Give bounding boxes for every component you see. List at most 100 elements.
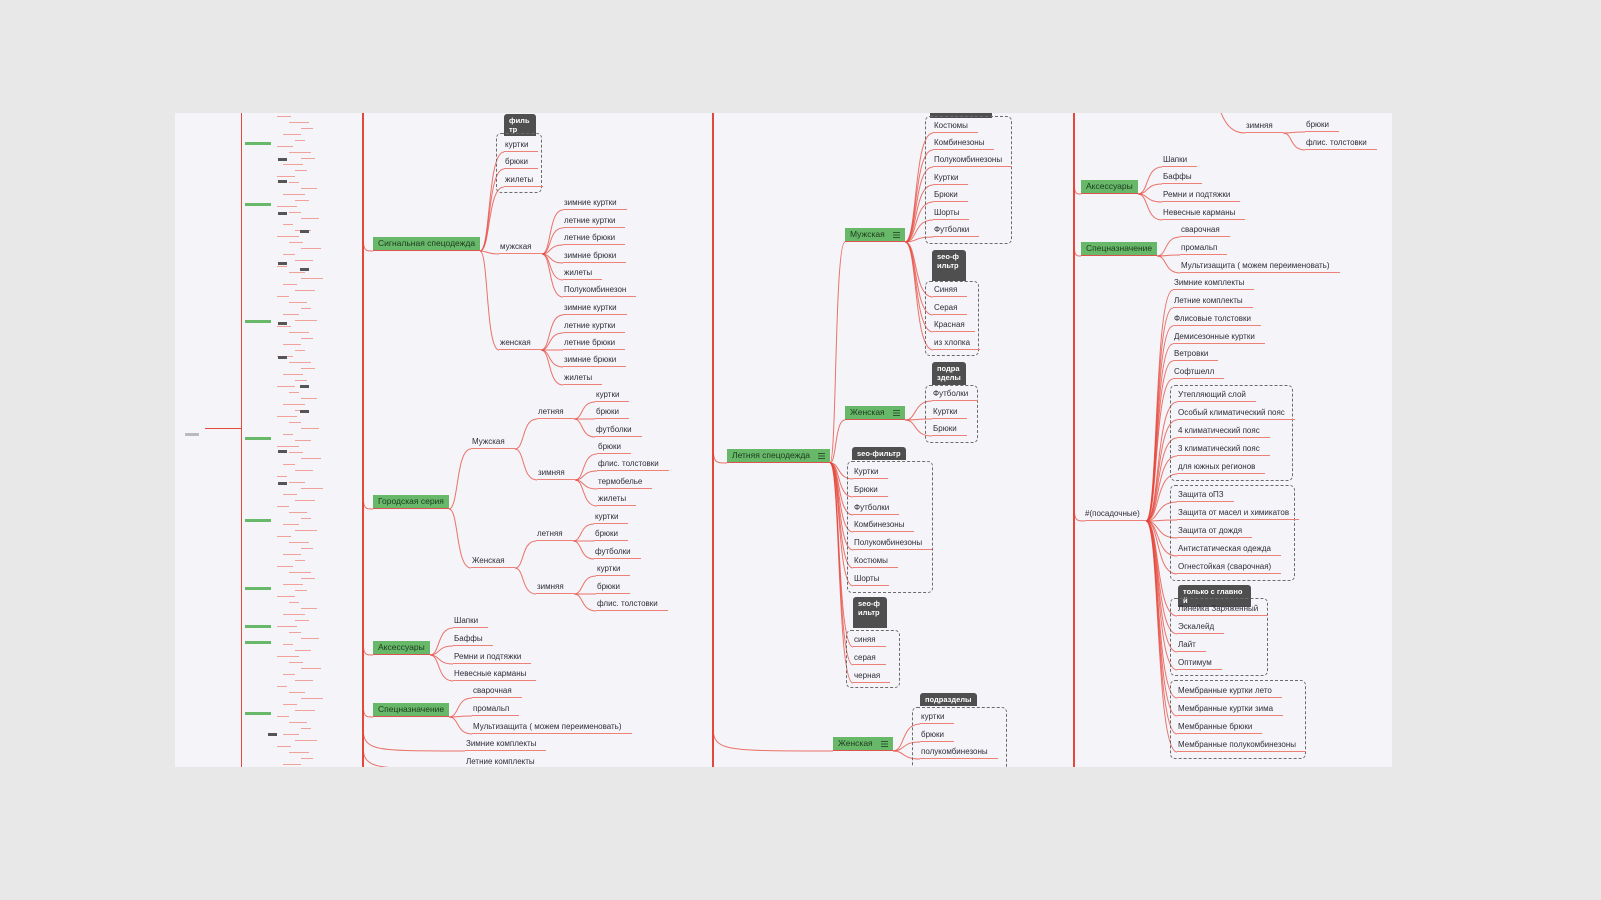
node[interactable]: Мембранные брюки [1177,721,1263,734]
node[interactable]: Брюки [853,484,888,497]
node[interactable]: Синяя [933,284,968,297]
node[interactable]: Невесные карманы [453,668,537,681]
node[interactable]: женская [499,337,541,350]
topic-summer-workwear[interactable]: Летняя спецодежда [727,449,831,463]
topic-city-series[interactable]: Городская серия [373,495,449,509]
node[interactable]: Брюки [932,423,967,436]
node[interactable]: Комбинезоны [853,519,915,532]
node[interactable]: серая [853,652,886,665]
node[interactable]: Зимние комплекты [1173,277,1255,290]
node[interactable]: Софтшелл [1173,366,1225,379]
node[interactable]: брюки [597,441,631,454]
node[interactable]: Футболки [933,224,980,237]
node[interactable]: Эскалейд [1177,621,1225,634]
node[interactable]: Летние комплекты [465,756,545,767]
topic-accessories[interactable]: Аксессуары [373,641,430,655]
node[interactable]: для южных регионов [1177,461,1266,474]
node[interactable]: Шапки [1162,154,1198,167]
node[interactable]: летние куртки [563,320,626,333]
node[interactable]: Зимние комплекты [465,738,547,751]
node[interactable]: жилеты [504,174,544,187]
node[interactable]: флис. толстовки [1305,137,1377,150]
node[interactable]: флис. толстовки [596,598,668,611]
node[interactable]: черная [853,670,891,683]
node[interactable]: летние брюки [563,232,626,245]
notes-icon[interactable] [892,409,900,416]
node[interactable]: брюки [504,156,538,169]
node[interactable]: Лайт [1177,639,1206,652]
mindmap-canvas[interactable] [175,113,1392,767]
node[interactable]: куртки [595,389,630,402]
node[interactable]: брюки [1305,119,1339,132]
topic-special-purpose[interactable]: Спецназначение [373,703,450,717]
node[interactable]: Защита от масел и химикатов [1177,507,1300,520]
node[interactable]: жилеты [597,493,637,506]
node[interactable]: футболки [595,424,642,437]
node[interactable]: футболки [594,546,641,559]
node[interactable]: жилеты [563,372,603,385]
node[interactable]: зимняя [536,581,574,594]
node[interactable]: зимние куртки [563,302,627,315]
node[interactable]: летние куртки [563,215,626,228]
node[interactable]: жилеты [563,267,603,280]
node[interactable]: брюки [596,581,630,594]
node[interactable]: Футболки [932,388,979,401]
node[interactable]: Полукомбинезон [563,284,637,297]
node[interactable]: Утепляющий слой [1177,389,1256,402]
topic-women[interactable]: Женская [845,406,905,420]
node[interactable]: Мембранные куртки лето [1177,685,1282,698]
node[interactable]: Баффы [453,633,493,646]
node[interactable]: 4 климатический пояс [1177,425,1270,438]
node[interactable]: брюки [920,729,954,742]
node[interactable]: синяя [853,634,886,647]
node[interactable]: Мембранные куртки зима [1177,703,1284,716]
node[interactable]: Брюки [933,189,968,202]
topic-accessories[interactable]: Аксессуары [1081,180,1138,194]
node[interactable]: куртки [594,511,629,524]
node[interactable]: куртки [596,563,631,576]
node[interactable]: мужская [499,241,542,254]
node[interactable]: Ремни и подтяжки [1162,189,1241,202]
topic-signal-workwear[interactable]: Сигнальная спецодежда [373,237,481,251]
topic-landing-pages[interactable]: #(посадочные) [1085,508,1146,521]
node[interactable]: Полукомбинезоны [853,537,933,550]
node[interactable]: Мультизащита ( можем переименовать) [472,721,632,734]
node[interactable]: флис. толстовки [597,458,669,471]
node[interactable]: полукомбинезоны [920,746,998,759]
node[interactable]: 3 климатический пояс [1177,443,1270,456]
node[interactable]: Шорты [853,573,890,586]
node[interactable]: сварочная [472,685,522,698]
node[interactable]: Огнестойкая (сварочная) [1177,561,1282,574]
node[interactable]: Флисовые толстовки [1173,313,1261,326]
node[interactable]: Красная [933,319,975,332]
node[interactable]: из хлопка [933,337,981,350]
node[interactable]: Футболки [853,502,900,515]
node[interactable]: брюки [595,406,629,419]
node[interactable]: Летние комплекты [1173,295,1253,308]
node[interactable]: Защита от дождя [1177,525,1253,538]
node[interactable]: Оптимум [1177,657,1222,670]
node[interactable]: Мужская [471,436,515,449]
node[interactable]: Женская [471,555,515,568]
node[interactable]: зимняя [1245,120,1283,133]
topic-special-purpose[interactable]: Спецназначение [1081,242,1158,256]
node[interactable]: Демисезонные куртки [1173,331,1265,344]
node[interactable]: летняя [537,406,574,419]
node[interactable]: Линейка Заряженный [1177,603,1269,616]
node[interactable]: Невесные карманы [1162,207,1246,220]
node[interactable]: Костюмы [853,555,898,568]
node[interactable]: Полукомбинезоны [933,154,1013,167]
node[interactable]: Куртки [933,172,969,185]
topic-men[interactable]: Мужская [845,228,905,242]
node[interactable]: сварочная [1180,224,1230,237]
notes-icon[interactable] [880,740,888,747]
node[interactable]: Куртки [853,466,889,479]
notes-icon[interactable] [818,452,826,459]
node[interactable]: летние брюки [563,337,626,350]
node[interactable]: Защита оПЗ [1177,489,1234,502]
node[interactable]: брюки [594,528,628,541]
node[interactable]: зимняя [537,467,575,480]
node[interactable]: Куртки [932,406,968,419]
node[interactable]: Ветровки [1173,348,1219,361]
node[interactable]: летняя [536,528,573,541]
